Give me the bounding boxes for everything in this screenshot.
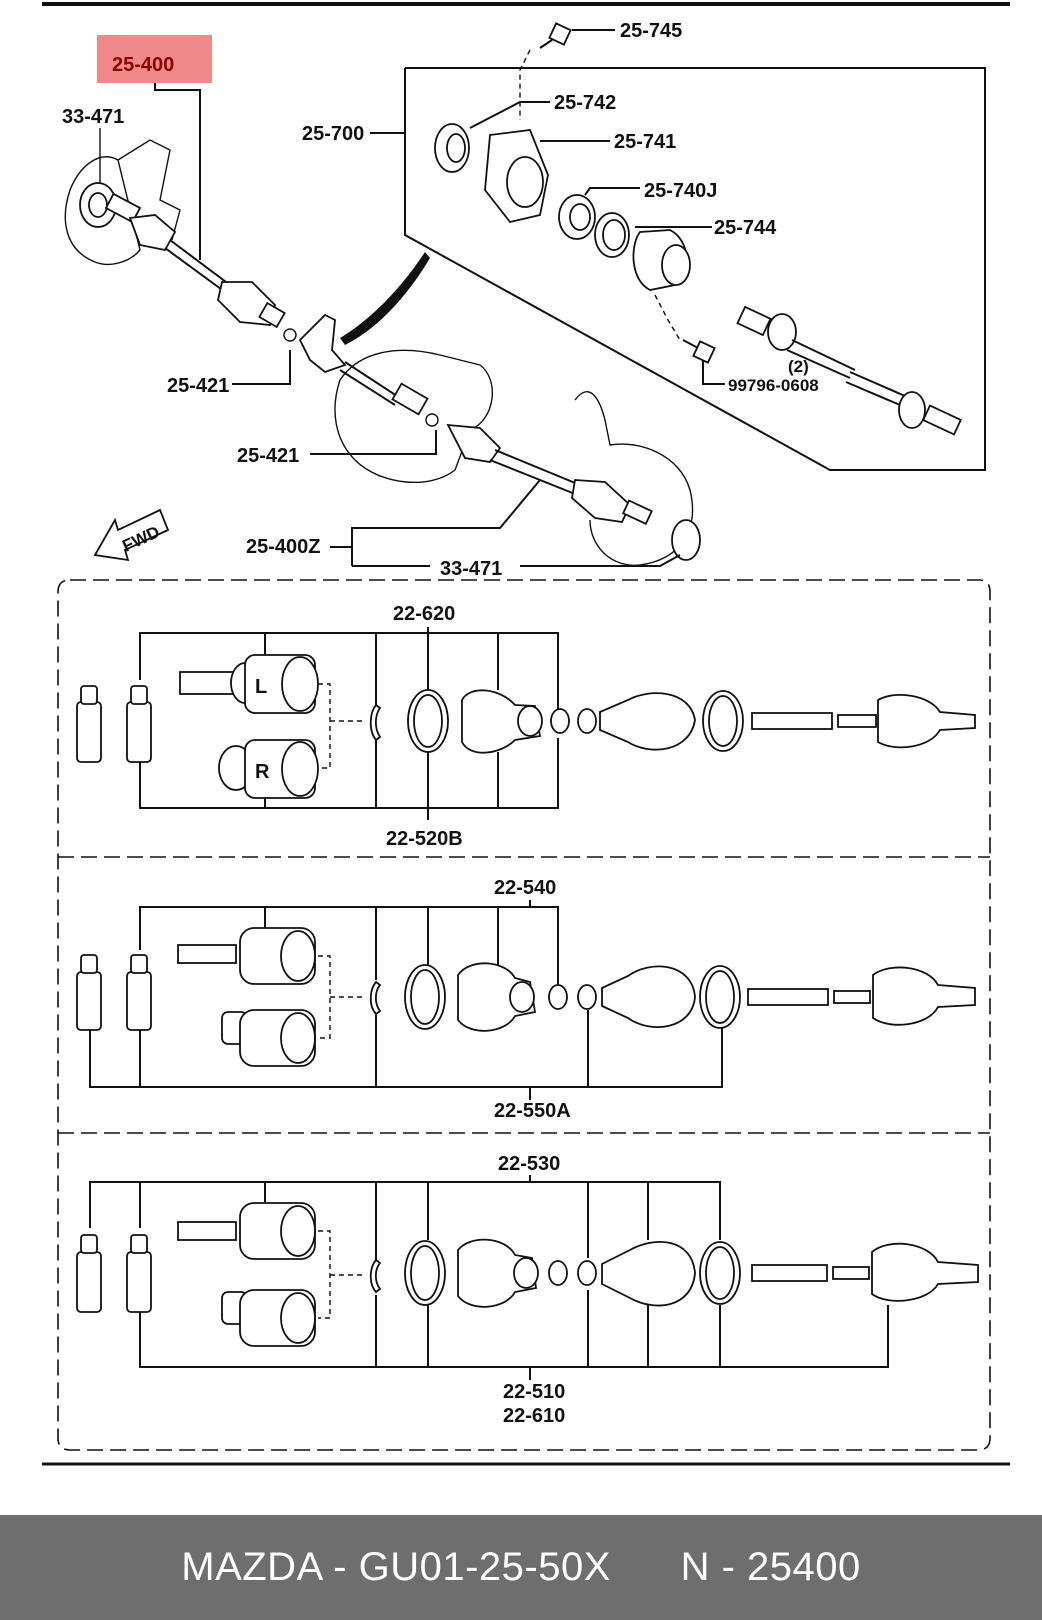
dust-cover-opening [661, 244, 691, 286]
leader-25400Z [351, 479, 541, 566]
highlight-box [97, 35, 212, 83]
callout-33471-top: 33-471 [62, 106, 124, 128]
footer-number: N - 25400 [680, 1545, 861, 1589]
kit-frame [57, 579, 991, 1451]
bracket-bore [506, 156, 544, 208]
callout-25400Z: 25-400Z [246, 536, 321, 558]
callout-25700: 25-700 [302, 123, 364, 145]
wheel-hub-sketch [574, 391, 694, 566]
bolt-25745 [539, 22, 572, 49]
joint-mark-right: R [255, 761, 270, 783]
leader-33471-bottom-right [520, 554, 681, 567]
highlight-label: 25-400 [112, 54, 174, 76]
kit-section-3: 22-530 22-510 22-610 [76, 1153, 979, 1427]
callout-25421-b: 25-421 [237, 445, 299, 467]
housing-outline [117, 139, 181, 241]
left-driveshaft [104, 192, 286, 329]
oil-seal-left-inner [88, 192, 108, 218]
footer-gap [611, 1545, 681, 1590]
callout-25744: 25-744 [714, 217, 777, 239]
callout-25741: 25-741 [614, 131, 676, 153]
joint-mark-left: L [255, 676, 267, 698]
leader-25740J [584, 187, 640, 196]
leader-25400 [154, 83, 201, 260]
bolt-99796-0608 [682, 339, 716, 364]
transmission-housing-left [64, 156, 141, 266]
bolt-path-2 [654, 294, 681, 341]
dust-seal-inner [446, 133, 466, 163]
footer-bar: MAZDA - GU01-25-50X N - 25400 [0, 1515, 1042, 1620]
leader-99796 [702, 360, 725, 385]
box-25700 [404, 67, 986, 471]
bearing-inner [569, 203, 591, 231]
callout-25742: 25-742 [554, 92, 616, 114]
section-2-top-label: 22-540 [494, 877, 556, 899]
section-3-top-label: 22-530 [498, 1153, 560, 1175]
bolt-path [519, 49, 531, 120]
seal-ring-inner [602, 219, 626, 251]
right-driveshaft [339, 361, 653, 526]
bearing-support-bracket [298, 313, 347, 374]
circlip-25421-a [283, 328, 297, 342]
callout-25421-a: 25-421 [167, 375, 229, 397]
callout-99796: 99796-0608 [728, 376, 819, 395]
leader-25421-b [310, 430, 437, 455]
section-1-top-label: 22-620 [393, 603, 455, 625]
callout-33471-bottom: 33-471 [440, 558, 502, 580]
section-3-bottom-label-2: 22-610 [503, 1405, 565, 1427]
kit-section-1: 22-620 22-520B L R [76, 603, 976, 850]
callout-25745: 25-745 [620, 20, 682, 42]
section-3-bottom-label-1: 22-510 [503, 1381, 565, 1403]
callout-25740J: 25-740J [644, 180, 717, 202]
parts-diagram: 25-400 33-471 25-421 25-421 [42, 2, 1010, 1466]
leader-25742 [469, 101, 550, 129]
section-2-bottom-label: 22-550A [494, 1100, 571, 1122]
callout-2: (2) [788, 357, 809, 376]
oil-seal-right [671, 519, 701, 561]
fwd-arrow-icon: FWD [93, 508, 170, 562]
intermediate-shaft [736, 305, 962, 436]
pointer-wedge [340, 252, 430, 345]
leader-25421-a [232, 350, 291, 385]
section-1-bottom-label: 22-520B [386, 828, 463, 850]
kit-section-2: 22-540 22-550A [76, 877, 976, 1122]
footer-brand: MAZDA - GU01-25-50X [181, 1545, 611, 1589]
